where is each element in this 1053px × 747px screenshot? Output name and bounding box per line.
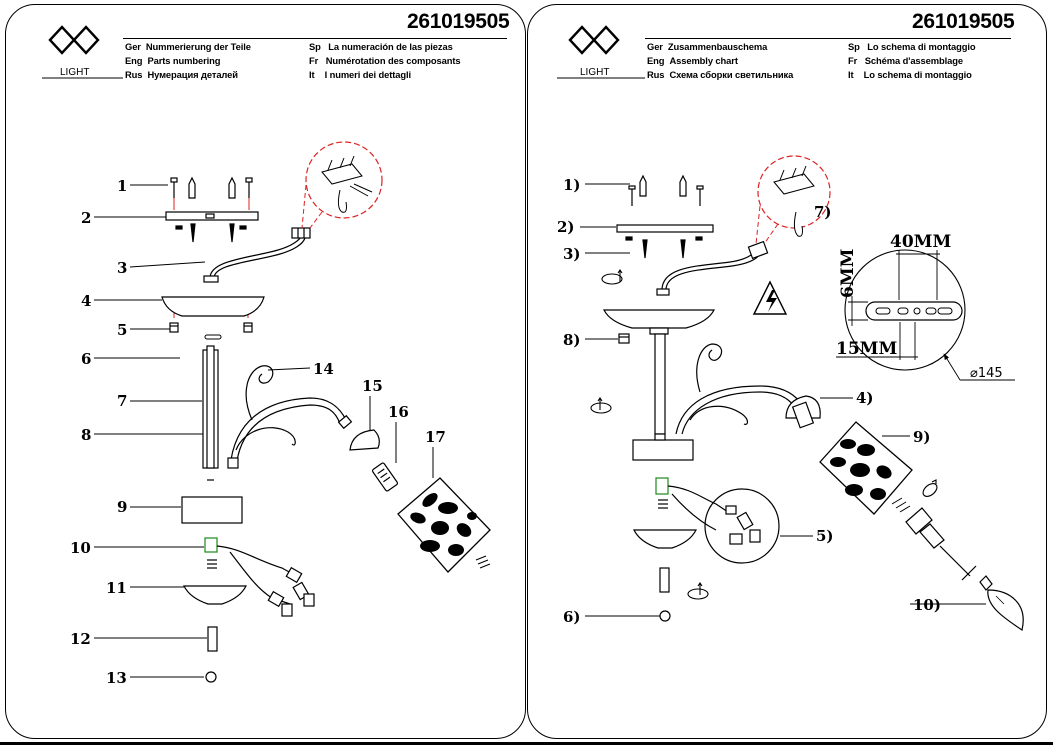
header-sp-left: Sp La numeración de las piezas <box>309 41 453 52</box>
header-eng-right: Eng Assembly chart <box>647 55 738 66</box>
cap-nuts <box>169 322 253 333</box>
rotate-arrow-icon <box>590 397 612 414</box>
socket-right <box>785 395 821 429</box>
step-label-1: 1) <box>563 176 581 194</box>
power-cable <box>203 227 311 283</box>
part-label-4: 4 <box>81 292 91 310</box>
header-rus-left: Rus Нумерация деталей <box>125 69 238 80</box>
rotate-arrow-icon <box>922 479 938 497</box>
step-label-2: 2) <box>557 218 575 236</box>
document-number-right: 261019505 <box>912 10 1015 33</box>
candle-bulb <box>979 575 1024 631</box>
step-label-7: 7) <box>814 203 832 221</box>
header-it-right: It Lo schema di montaggio <box>848 69 972 80</box>
header-fr-right: Fr Schéma d'assemblage <box>848 55 963 66</box>
header-rus-right: Rus Схема сборки светильника <box>647 69 794 80</box>
part-label-9: 9 <box>117 498 127 516</box>
part-label-15: 15 <box>362 377 383 395</box>
cup <box>349 429 380 451</box>
glass-shade <box>397 477 491 573</box>
part-label-8: 8 <box>81 426 91 444</box>
part-label-2: 2 <box>81 209 91 227</box>
wiring-assembly <box>204 537 315 617</box>
part-label-7: 7 <box>117 392 127 410</box>
part-label-12: 12 <box>70 630 91 648</box>
wiring-assembly-right <box>633 477 780 622</box>
step-labels: 1) 2) 3) 8) 7) 4) 9) 5) 6) 10) <box>557 176 941 626</box>
brand-text-left: LIGHT <box>60 67 90 78</box>
step-label-6: 6) <box>563 608 581 626</box>
mounting-bar-dimension-drawing: 40MM 6MM 15MM ⌀145 <box>836 232 1015 381</box>
part-label-16: 16 <box>388 403 409 421</box>
header-fr-left: Fr Numérotation des composants <box>309 55 461 66</box>
ceiling-canopy <box>161 296 265 317</box>
document-number-left: 261019505 <box>407 10 510 33</box>
part-label-6: 6 <box>81 350 91 368</box>
high-voltage-warning-icon <box>752 280 788 315</box>
right-panel <box>527 4 1047 739</box>
brand-text-right: LIGHT <box>580 67 610 78</box>
lamp-socket <box>371 462 399 492</box>
part-label-10: 10 <box>70 539 91 557</box>
step-label-4: 4) <box>856 389 874 407</box>
left-panel <box>5 4 526 739</box>
arm-right <box>675 343 801 435</box>
base-cover <box>181 496 243 524</box>
part-labels: 1 2 3 4 5 6 7 8 9 10 11 12 13 14 15 16 1… <box>70 177 446 687</box>
washer <box>204 334 222 340</box>
leader-lines-left <box>94 184 434 678</box>
logo-icon <box>568 25 620 55</box>
step-label-5: 5) <box>816 527 834 545</box>
dim-diameter: ⌀145 <box>970 366 1003 381</box>
part-label-3: 3 <box>117 259 127 277</box>
step-label-8: 8) <box>563 331 581 349</box>
screws-and-anchors <box>170 176 253 199</box>
header-rule-right <box>645 38 1011 39</box>
logo-icon <box>48 25 100 55</box>
decorative-arm <box>227 365 353 469</box>
step-label-3: 3) <box>563 245 581 263</box>
part-label-1: 1 <box>117 177 127 195</box>
power-cable-right <box>656 240 769 296</box>
bottom-rule <box>0 742 1053 745</box>
header-sp-right: Sp Lo schema di montaggio <box>848 41 976 52</box>
header-eng-left: Eng Parts numbering <box>125 55 221 66</box>
dim-offset: 15MM <box>836 339 897 359</box>
terminal-zoom-callout <box>301 141 383 229</box>
rotate-arrow-icon <box>601 269 623 285</box>
step-label-9: 9) <box>913 428 931 446</box>
part-label-11: 11 <box>106 579 127 597</box>
dim-width: 40MM <box>890 232 951 252</box>
part-label-5: 5 <box>117 321 127 339</box>
glass-shade-right <box>819 421 913 515</box>
leader-lines-right <box>580 183 986 617</box>
bottom-cup <box>183 585 247 605</box>
rotate-arrow-icon <box>687 582 709 600</box>
mounting-bar <box>165 211 259 243</box>
header-ger-left: Ger Nummerierung der Teile <box>125 41 251 52</box>
short-tube <box>207 626 218 652</box>
header-it-left: It I numeri dei dettagli <box>309 69 412 80</box>
step-label-10: 10) <box>913 596 941 614</box>
header-rule-left <box>123 38 507 39</box>
dim-height: 6MM <box>838 248 858 298</box>
bulb-socket-right <box>905 507 977 581</box>
finial <box>205 671 217 683</box>
part-label-13: 13 <box>106 669 127 687</box>
stem-rod <box>202 345 219 481</box>
header-ger-right: Ger Zusammenbauschema <box>647 41 768 52</box>
screws-and-anchors-right <box>616 174 714 259</box>
part-label-17: 17 <box>425 428 446 446</box>
part-label-14: 14 <box>313 360 334 378</box>
assembled-fixture <box>603 309 715 461</box>
terminal-zoom-callout-right <box>755 155 831 245</box>
